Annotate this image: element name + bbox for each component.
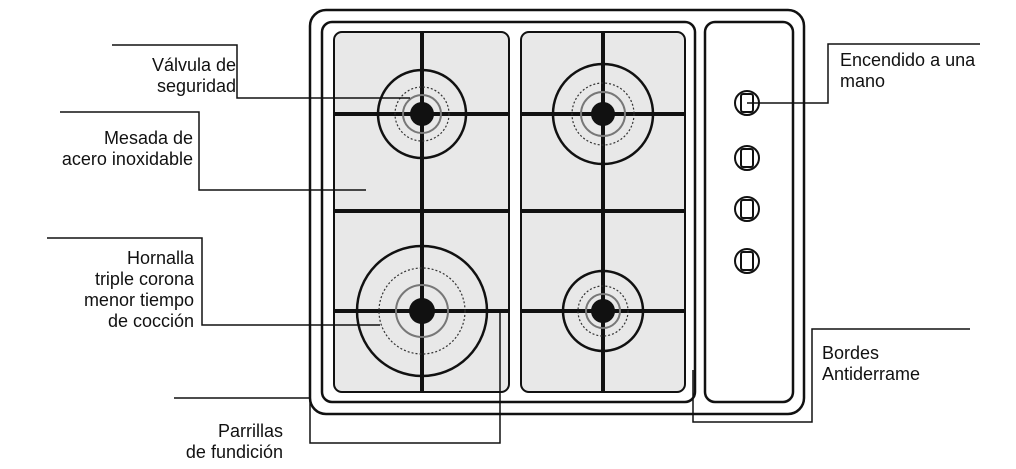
callout-line-mesada	[60, 111, 366, 191]
callout-line-bordes	[692, 328, 970, 423]
knob-icon[interactable]	[734, 145, 760, 171]
burner-top-right	[551, 62, 655, 166]
spill-rim	[320, 20, 697, 404]
cooktop-outer-frame	[308, 8, 806, 416]
callout-line-encendido	[747, 43, 980, 104]
callout-lines	[47, 43, 980, 444]
callout-line-valvula	[112, 44, 410, 99]
callout-line-parrillas	[174, 311, 501, 444]
label-encendido: Encendido a una mano	[840, 50, 976, 91]
knob-icon[interactable]	[734, 248, 760, 274]
burner-top-left	[376, 68, 468, 160]
label-mesada: Mesada de acero inoxidable	[61, 128, 193, 169]
label-hornalla: Hornalla triple corona menor tiempo de c…	[83, 248, 194, 331]
control-panel	[703, 20, 795, 404]
knob-icon[interactable]	[734, 196, 760, 222]
label-valvula: Válvula de seguridad	[151, 55, 236, 96]
burner-bottom-left-triple-corona	[355, 244, 489, 378]
label-parrillas: Parrillas de fundición	[185, 421, 283, 462]
callout-line-hornalla	[47, 237, 380, 326]
burner-bottom-right	[561, 269, 645, 353]
label-bordes: Bordes Antiderrame	[822, 343, 921, 384]
